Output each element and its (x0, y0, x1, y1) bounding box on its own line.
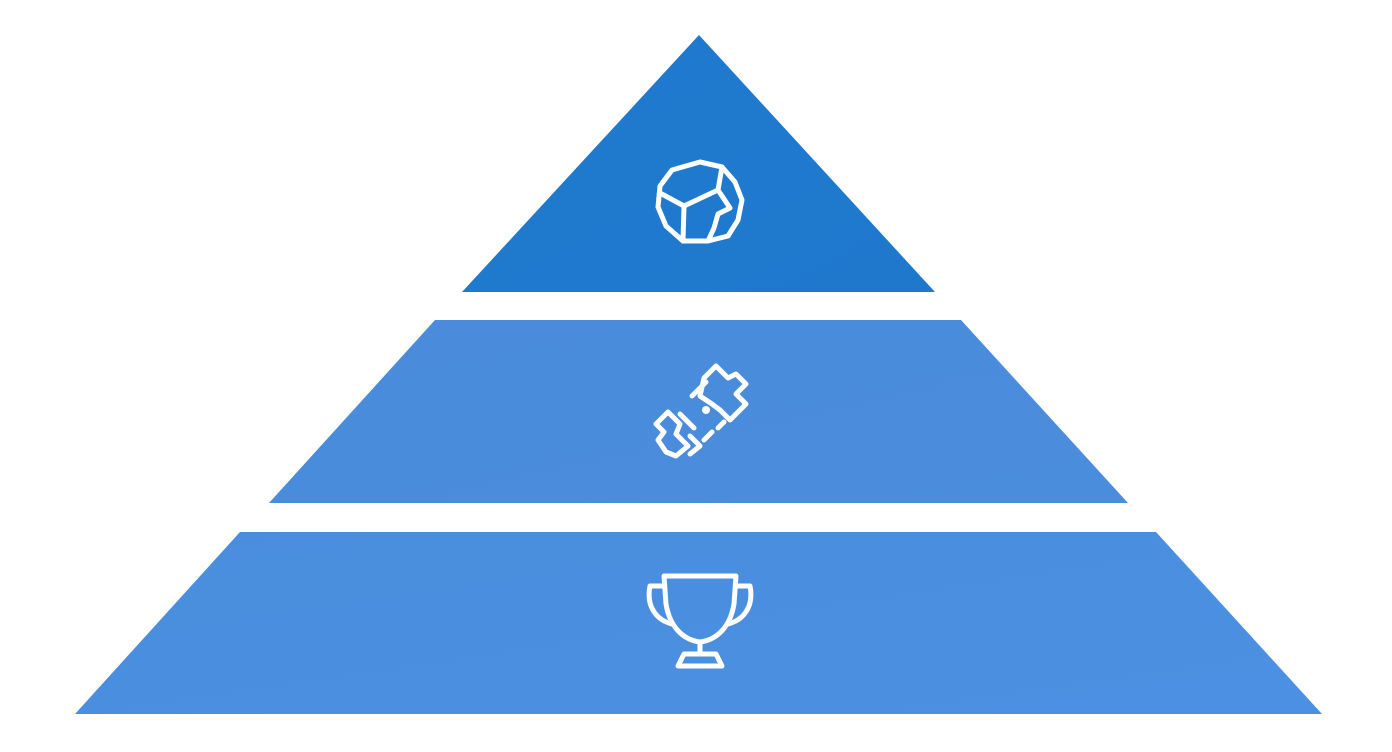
tier-bottom-shape (75, 532, 1322, 714)
tier-middle-shape (269, 320, 1128, 503)
satellite-icon (653, 363, 749, 459)
pyramid-tier-bottom (75, 532, 1322, 714)
pyramid-tier-middle (269, 320, 1128, 503)
satellite-center-dot (702, 406, 710, 414)
trophy-icon (646, 573, 754, 669)
rock-icon (655, 159, 745, 244)
pyramid-tier-top (462, 35, 935, 292)
